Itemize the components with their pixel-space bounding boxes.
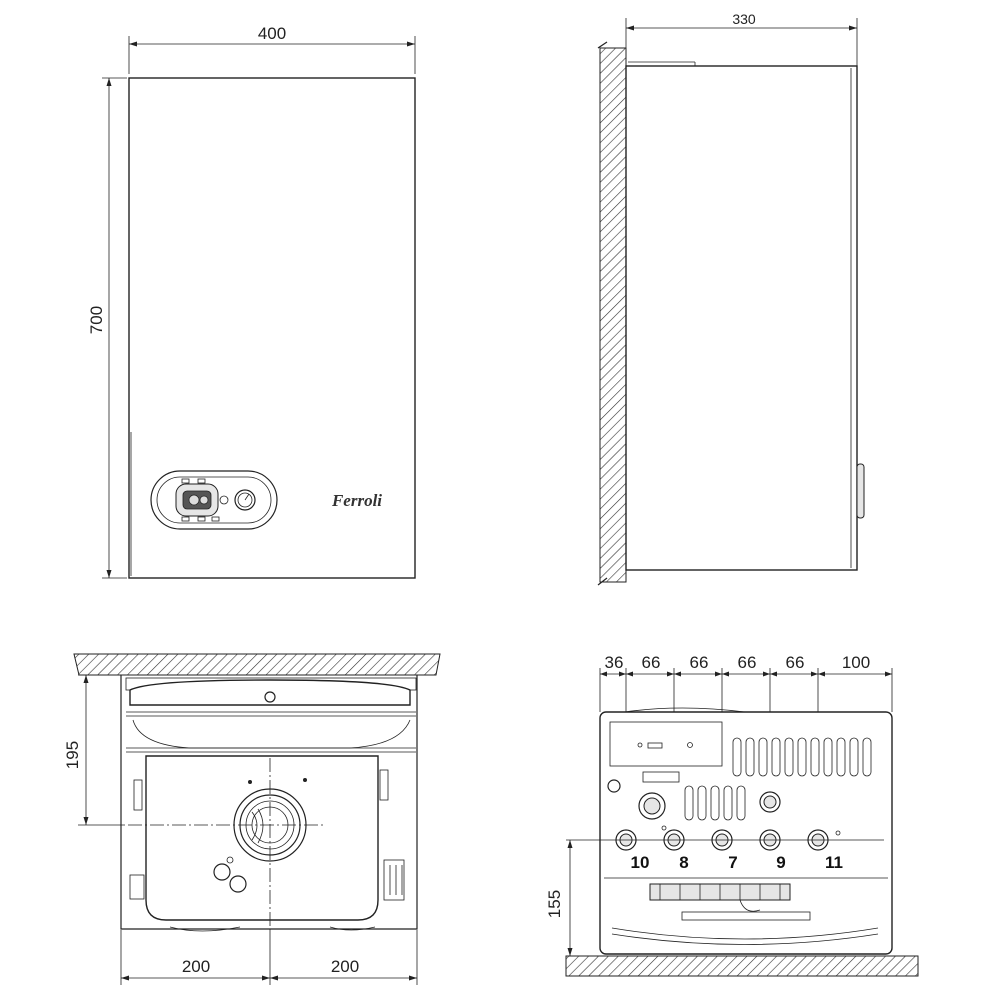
- bottom-offset-dimension: 195: [63, 674, 125, 826]
- connections-spacing-dimension: 36 66 66 66 66 100: [599, 653, 893, 845]
- side-depth-label: 330: [732, 11, 756, 27]
- pressure-fitting-icon: [638, 792, 666, 820]
- front-view: 400 700: [87, 24, 416, 579]
- spacing-label-6: 100: [842, 653, 870, 672]
- vent-slots: [684, 737, 872, 821]
- valve-fitting-icon: [759, 791, 781, 813]
- bottom-left-label: 200: [182, 957, 210, 976]
- side-depth-dimension: 330: [625, 11, 858, 66]
- connections-floor: [565, 955, 919, 977]
- connections-height-label: 155: [545, 890, 564, 918]
- side-knob: [856, 463, 865, 519]
- connections-view: 36 66 66 66 66 100: [545, 653, 919, 977]
- front-width-label: 400: [258, 24, 286, 43]
- bottom-inner-tank: [145, 755, 379, 921]
- connection-number-8: 8: [679, 853, 688, 872]
- connection-number-10: 10: [631, 853, 650, 872]
- bottom-view: 195 200 200: [63, 653, 441, 985]
- connection-number-9: 9: [776, 853, 785, 872]
- connection-number-11: 11: [825, 853, 843, 872]
- side-boiler-casing: [625, 65, 858, 571]
- spacing-label-5: 66: [786, 653, 805, 672]
- bottom-wall: [73, 653, 441, 676]
- spacing-label-3: 66: [690, 653, 709, 672]
- control-button-icon: [219, 495, 229, 505]
- side-wall: [599, 47, 627, 583]
- connections-height-dimension: 155: [545, 840, 600, 957]
- control-panel: [150, 470, 278, 530]
- connection-number-7: 7: [728, 853, 737, 872]
- spacing-label-2: 66: [642, 653, 661, 672]
- spacing-label-1: 36: [605, 653, 624, 672]
- front-height-label: 700: [87, 306, 106, 334]
- brand-logo: Ferroli: [331, 491, 382, 510]
- spacing-label-4: 66: [738, 653, 757, 672]
- bottom-offset-label: 195: [63, 741, 82, 769]
- side-view: 330: [597, 11, 865, 586]
- front-height-dimension: 700: [87, 77, 127, 579]
- bottom-width-dimension: 200 200: [120, 930, 418, 985]
- front-width-dimension: 400: [128, 24, 416, 74]
- pressure-gauge-icon: [234, 489, 256, 511]
- bottom-right-label: 200: [331, 957, 359, 976]
